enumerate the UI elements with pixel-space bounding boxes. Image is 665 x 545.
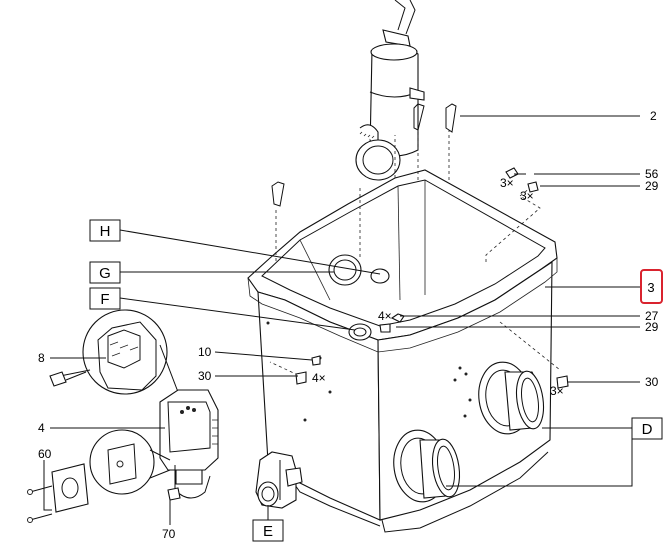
clip-parts (271, 103, 457, 207)
connector-e (255, 451, 303, 509)
interior-seals (328, 254, 390, 341)
callout-4x-a: 4× (378, 309, 392, 323)
callout-2: 2 (650, 109, 657, 123)
letter-box-e: E (252, 519, 284, 542)
callout-27: 27 (645, 309, 659, 323)
callout-56: 56 (645, 167, 659, 181)
letter-f: F (100, 291, 109, 308)
callout-10: 10 (198, 345, 212, 359)
callout-30-right: 30 (645, 375, 659, 389)
outlet-d-pipe (478, 361, 545, 435)
letter-d: D (642, 421, 653, 438)
callout-3: 3 (647, 280, 654, 295)
callout-3x-a: 3× (500, 176, 514, 190)
callout-60: 60 (38, 447, 52, 461)
letter-box-h: H (89, 219, 121, 242)
callout-29-top: 29 (645, 179, 659, 193)
callout-70: 70 (162, 527, 176, 541)
callout-30-left: 30 (198, 369, 212, 383)
callout-3-highlight[interactable]: 3 (640, 269, 663, 304)
letter-box-g: G (89, 261, 121, 284)
control-unit-4 (159, 389, 219, 499)
callout-3x-b: 3× (520, 189, 534, 203)
letter-box-d: D (631, 417, 663, 440)
letter-h: H (100, 223, 111, 240)
outlet-lower-pipe (393, 429, 461, 503)
callout-3x-c: 3× (550, 384, 564, 398)
callout-29-mid: 29 (645, 320, 659, 334)
assembly-guides (269, 130, 561, 376)
callout-8: 8 (38, 351, 45, 365)
leader-lines (43, 115, 640, 525)
letter-g: G (99, 265, 111, 282)
letter-box-f: F (89, 287, 121, 310)
detail-magnifier-8 (49, 309, 179, 395)
top-filter-cartridge (355, 0, 425, 181)
detail-magnifier-60 (27, 429, 181, 523)
callout-4: 4 (38, 421, 45, 435)
callout-4x-b: 4× (312, 371, 326, 385)
callout-numbers: 2 56 29 3× 3× 27 29 4× 30 3× 8 10 30 4× … (38, 109, 659, 541)
letter-e: E (263, 523, 273, 540)
